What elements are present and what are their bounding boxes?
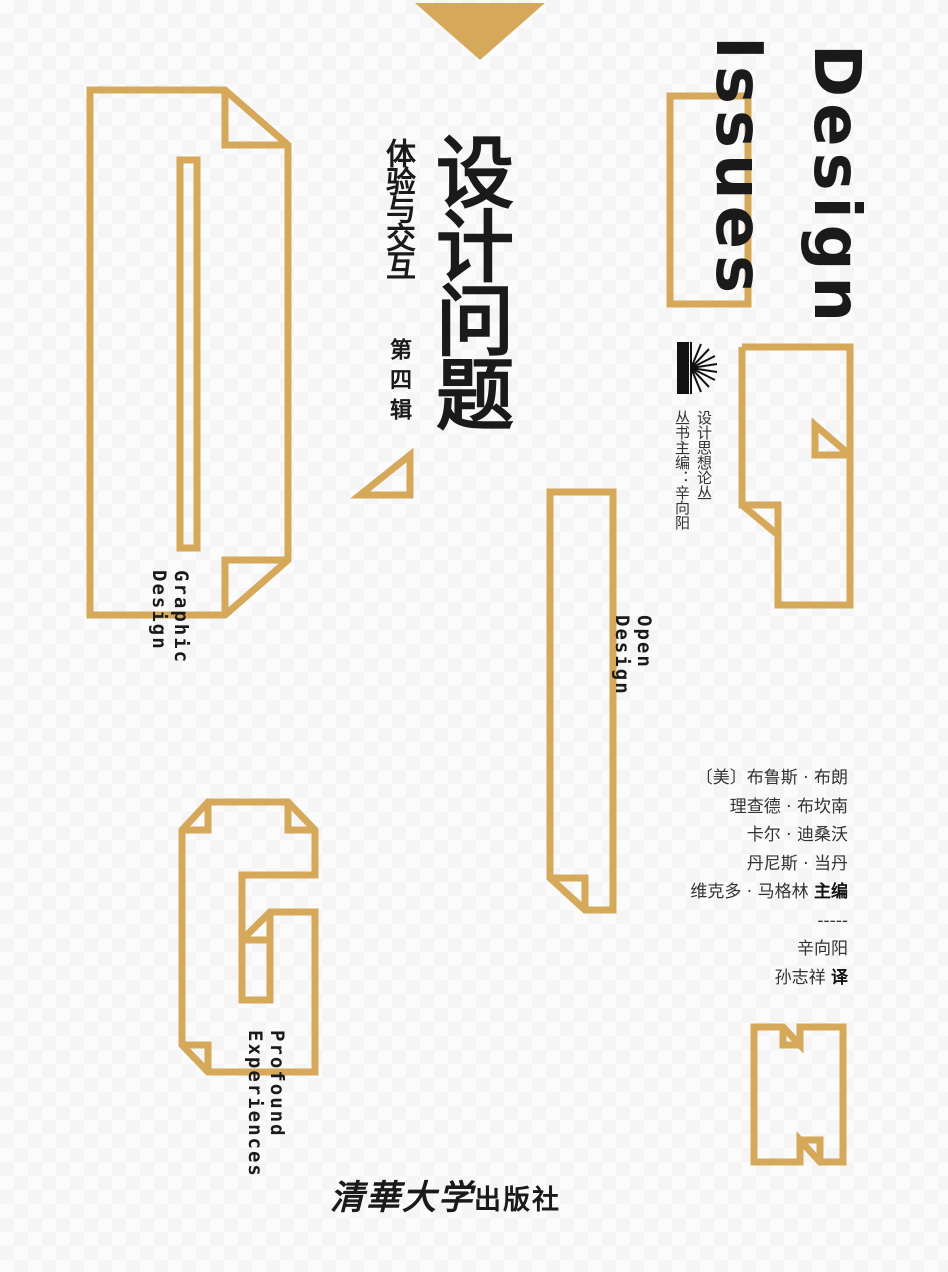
translator-name: 孙志祥: [774, 967, 826, 988]
series-editor: 丛书主编：辛向阳: [673, 410, 691, 530]
letter-n-shape: [750, 1023, 847, 1166]
letter-g-shape: [178, 798, 319, 1076]
author-line: 卡尔 · 迪桑沃: [746, 825, 848, 845]
label-profound: Profound: [266, 1030, 288, 1138]
authors-block: 〔美〕布鲁斯 · 布朗 理查德 · 布坎南 卡尔 · 迪桑沃 丹尼斯 · 当丹 …: [690, 764, 848, 992]
label-open-design: Open Design: [611, 615, 655, 696]
translator-line: 孙志祥 译: [690, 964, 848, 993]
author-line: 维克多 · 马格林 主编: [690, 878, 848, 907]
issues-frame: [666, 92, 752, 308]
editor-role: 主编: [814, 882, 848, 902]
label-open: Open: [633, 615, 655, 669]
book-subtitle: 体验与交互: [380, 138, 415, 278]
author-name: 维克多 · 马格林: [690, 882, 809, 902]
author-line: 〔美〕布鲁斯 · 布朗: [695, 768, 848, 788]
series-name: 设计思想论丛: [695, 410, 713, 500]
author-line: 理查德 · 布坎南: [729, 796, 848, 817]
publisher: 清華大学出版社: [330, 1170, 561, 1219]
publisher-press: 出版社: [474, 1185, 561, 1216]
series-d-logo: [677, 342, 718, 394]
label-experiences: Experiences: [244, 1030, 266, 1178]
top-triangle: [415, 3, 545, 60]
label-open-design-word: Design: [611, 615, 633, 696]
small-triangle: [350, 447, 414, 499]
author-line: 丹尼斯 · 当丹: [746, 853, 848, 874]
label-profound-experiences: Profound Experiences: [244, 1030, 288, 1178]
label-graphic: Graphic: [170, 570, 192, 665]
english-title-issues: Issues: [701, 36, 775, 300]
letter-d-shape: [86, 86, 292, 619]
open-design-strip: [546, 488, 617, 914]
volume-label: 第四辑: [386, 338, 411, 428]
divider: -----: [817, 910, 848, 931]
book-title: 设计问题: [423, 132, 513, 428]
letter-s-shape: [738, 343, 854, 609]
english-title-design: Design: [799, 44, 873, 328]
label-graphic-design-word: Design: [148, 570, 170, 651]
publisher-logo: 清華大学: [330, 1178, 474, 1218]
label-graphic-design: Graphic Design: [148, 570, 192, 664]
translator-line: 辛向阳: [797, 939, 848, 959]
translator-role: 译: [831, 967, 848, 988]
